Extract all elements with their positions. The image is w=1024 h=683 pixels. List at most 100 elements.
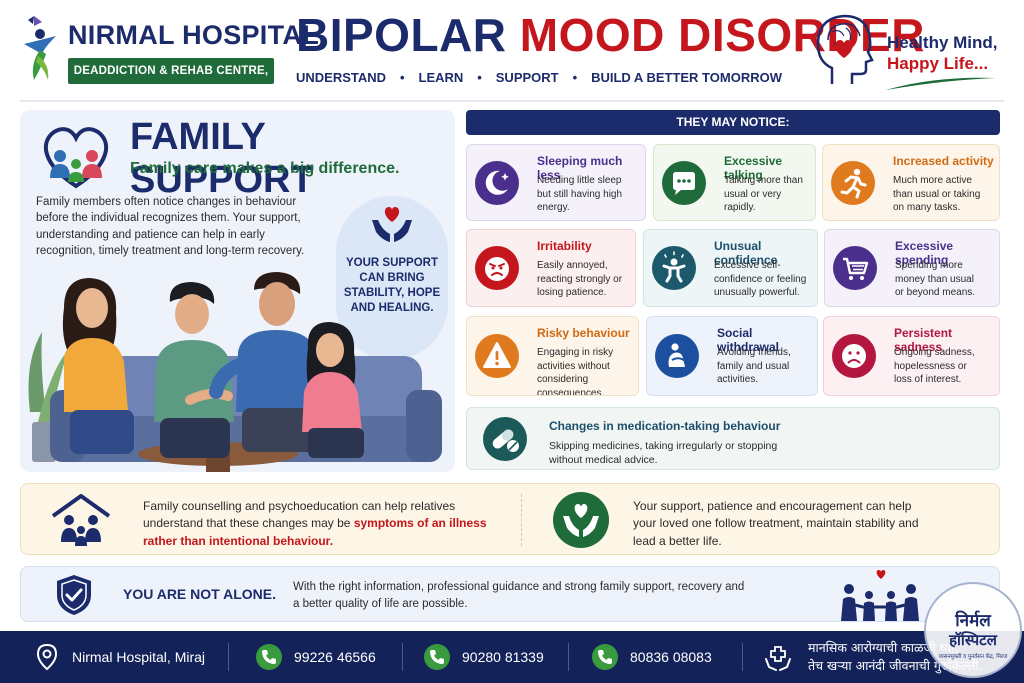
moon-icon	[475, 160, 519, 205]
notice-heading: THEY MAY NOTICE:	[466, 110, 1000, 135]
warning-icon	[475, 334, 519, 378]
marathi-line1: मानसिक आरोग्याची काळजी घ्या,	[808, 640, 959, 655]
footer-phone-2[interactable]: 90280 81339	[424, 631, 544, 683]
counselling-text: Family counselling and psychoeducation c…	[143, 498, 513, 550]
phone-number: 80836 08083	[630, 649, 712, 665]
hands-medical-cross-icon	[765, 646, 791, 671]
support-bubble: YOUR SUPPORT CAN BRING STABILITY, HOPE A…	[336, 196, 448, 360]
not-alone-text: With the right information, professional…	[293, 581, 745, 610]
tagline-word: LEARN	[418, 70, 464, 85]
phone-number: 90280 81339	[462, 649, 544, 665]
card-title: Social withdrawal	[717, 326, 780, 354]
card-title: Excessive spending	[895, 239, 954, 267]
location-pin-icon	[36, 643, 58, 671]
card-persistent-sadness: Persistent sadness Ongoing sadness, hope…	[823, 316, 1000, 396]
swoosh-decoration	[886, 77, 996, 90]
medication-title: Changes in medication-taking behaviour	[549, 419, 781, 433]
card-medication-changes: Changes in medication-taking behaviour S…	[466, 407, 1000, 470]
running-person-icon	[831, 160, 875, 205]
phone-icon	[424, 644, 450, 670]
footer-phone-1[interactable]: 99226 46566	[256, 631, 376, 683]
card-title: Risky behaviour	[537, 326, 630, 340]
footer-separator	[228, 643, 229, 671]
card-desc: Easily annoyed, reacting strongly or los…	[537, 260, 623, 298]
card-title: Increased activity	[893, 154, 994, 168]
phone-number: 99226 46566	[294, 649, 376, 665]
card-irritability: Irritability Easily annoyed, reacting st…	[466, 229, 636, 307]
tagline-word: SUPPORT	[495, 70, 559, 85]
confident-person-icon	[652, 246, 696, 290]
family-support-body: Family members often notice changes in b…	[36, 196, 305, 257]
family-support-subtitle: Family care makes a big difference.	[130, 160, 400, 177]
tagline-separator: •	[572, 70, 578, 85]
family-illustration	[28, 272, 442, 472]
stamp-line3: व्यसनमुक्ती व पुनर्वसन केंद्र, मिरज	[938, 654, 1008, 660]
stamp-line1: निर्मल	[955, 611, 991, 631]
tagline-separator: •	[477, 70, 482, 85]
tagline-word: BUILD A BETTER TOMORROW	[591, 70, 782, 85]
card-excessive-talking: Excessive talking Talking more than usua…	[653, 144, 816, 221]
card-unusual-confidence: Unusual confidence Excessive self-confid…	[643, 229, 818, 307]
hospital-subtitle: DEADDICTION & REHAB CENTRE, MIRAJ	[68, 58, 274, 103]
pills-icon	[483, 417, 527, 461]
header: NIRMAL HOSPITAL DEADDICTION & REHAB CENT…	[0, 0, 1024, 103]
stamp-line2: हॉस्पिटल	[949, 631, 997, 649]
family-heart-icon	[43, 127, 109, 189]
not-alone-title: YOU ARE NOT ALONE.	[123, 586, 276, 602]
card-desc: Ongoing sadness, hopelessness or loss of…	[894, 347, 975, 385]
family-hand-holding-icon	[841, 570, 919, 621]
hands-heart-icon	[372, 207, 412, 242]
phone-icon	[256, 644, 282, 670]
footer-phone-3[interactable]: 80836 08083	[592, 631, 712, 683]
card-title: Sleeping much less	[537, 154, 623, 182]
card-social-withdrawal: Social withdrawal Avoiding friends, fami…	[646, 316, 818, 396]
card-desc: Excessive self-confidence or feeling unu…	[714, 260, 807, 298]
card-title: Unusual confidence	[714, 239, 778, 267]
header-divider	[20, 100, 1004, 102]
card-sleeping-much-less: Sleeping much less Needing little sleep …	[466, 144, 646, 221]
angry-face-icon	[475, 246, 519, 290]
tagline: UNDERSTAND • LEARN • SUPPORT • BUILD A B…	[296, 70, 782, 85]
card-risky-behaviour: Risky behaviour Engaging in risky activi…	[466, 316, 639, 396]
title-part1: BIPOLAR	[296, 9, 507, 61]
counselling-text-main: Family counselling and psychoeducation c…	[143, 499, 456, 531]
sad-face-icon	[832, 334, 876, 378]
counselling-band: Family counselling and psychoeducation c…	[20, 483, 1000, 555]
motto-line2: Happy Life...	[887, 54, 989, 73]
card-desc: Spending more money than usual or beyond…	[895, 260, 976, 298]
card-title: Irritability	[537, 239, 592, 253]
tagline-word: UNDERSTAND	[296, 70, 387, 85]
hospital-logo-icon	[24, 16, 56, 80]
footer-separator	[742, 643, 743, 671]
encouragement-text: Your support, patience and encouragement…	[633, 499, 919, 548]
family-house-icon	[51, 494, 111, 546]
hands-heart-circle-icon	[553, 492, 609, 548]
hospital-stamp: निर्मल हॉस्पिटल व्यसनमुक्ती व पुनर्वसन क…	[924, 582, 1022, 678]
footer-separator	[402, 643, 403, 671]
withdrawn-person-icon	[655, 334, 699, 378]
tagline-separator: •	[400, 70, 405, 85]
card-title: Persistent sadness	[894, 326, 953, 354]
motto-line1: Healthy Mind,	[887, 33, 998, 52]
card-desc: Avoiding friends, family and usual activ…	[717, 347, 791, 385]
counselling-text-emphasis: symptoms of an illness rather than inten…	[143, 516, 487, 548]
card-title: Excessive talking	[724, 154, 783, 182]
family-support-title: FAMILY SUPPORT	[130, 116, 314, 201]
shopping-cart-icon	[833, 246, 877, 290]
phone-icon	[592, 644, 618, 670]
card-increased-activity: Increased activity Much more active than…	[822, 144, 1000, 221]
card-desc: Needing little sleep but still having hi…	[537, 175, 623, 213]
location-text: Nirmal Hospital, Miraj	[72, 649, 206, 665]
support-bubble-text: YOUR SUPPORT CAN BRING STABILITY, HOPE A…	[343, 257, 441, 314]
card-desc: Talking more than usual or very rapidly.	[724, 175, 803, 213]
footer-separator	[568, 643, 569, 671]
medication-desc: Skipping medicines, taking irregularly o…	[549, 440, 778, 467]
card-excessive-spending: Excessive spending Spending more money t…	[824, 229, 1000, 307]
shield-check-icon	[57, 575, 91, 615]
not-alone-band: YOU ARE NOT ALONE. With the right inform…	[20, 566, 1000, 622]
band-divider	[521, 494, 522, 546]
hospital-name: NIRMAL HOSPITAL	[68, 20, 319, 50]
footer-location: Nirmal Hospital, Miraj	[36, 631, 205, 683]
card-desc: Engaging in risky activities without con…	[537, 347, 614, 396]
family-support-panel: FAMILY SUPPORT Family care makes a big d…	[20, 110, 455, 472]
